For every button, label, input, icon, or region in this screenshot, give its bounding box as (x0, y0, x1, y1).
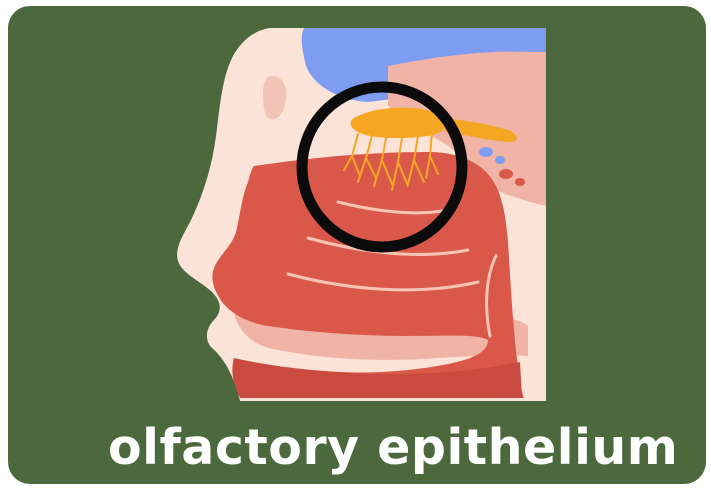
caption-label: olfactory epithelium (108, 418, 668, 478)
blue-vessel (479, 147, 493, 157)
nasal-anatomy-illustration (8, 6, 706, 484)
red-vessel-2 (515, 178, 525, 186)
blue-vessel-2 (495, 156, 505, 164)
red-vessel (499, 169, 513, 179)
diagram-card: olfactory epithelium (8, 6, 706, 484)
